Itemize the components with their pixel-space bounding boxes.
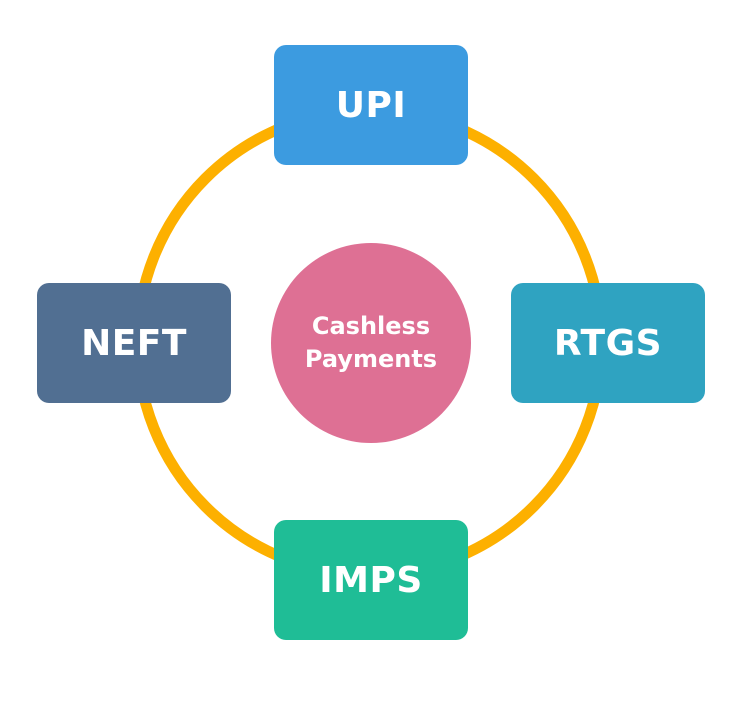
center-circle: Cashless Payments <box>271 243 471 443</box>
node-upi: UPI <box>274 45 468 165</box>
node-imps: IMPS <box>274 520 468 640</box>
node-rtgs-label: RTGS <box>553 322 663 364</box>
center-label-line1: Cashless <box>311 312 431 340</box>
node-neft-label: NEFT <box>81 322 187 364</box>
center-label-line2: Payments <box>304 345 438 373</box>
node-upi-label: UPI <box>335 84 407 126</box>
node-neft: NEFT <box>37 283 231 403</box>
node-imps-label: IMPS <box>319 559 423 601</box>
node-rtgs: RTGS <box>511 283 705 403</box>
